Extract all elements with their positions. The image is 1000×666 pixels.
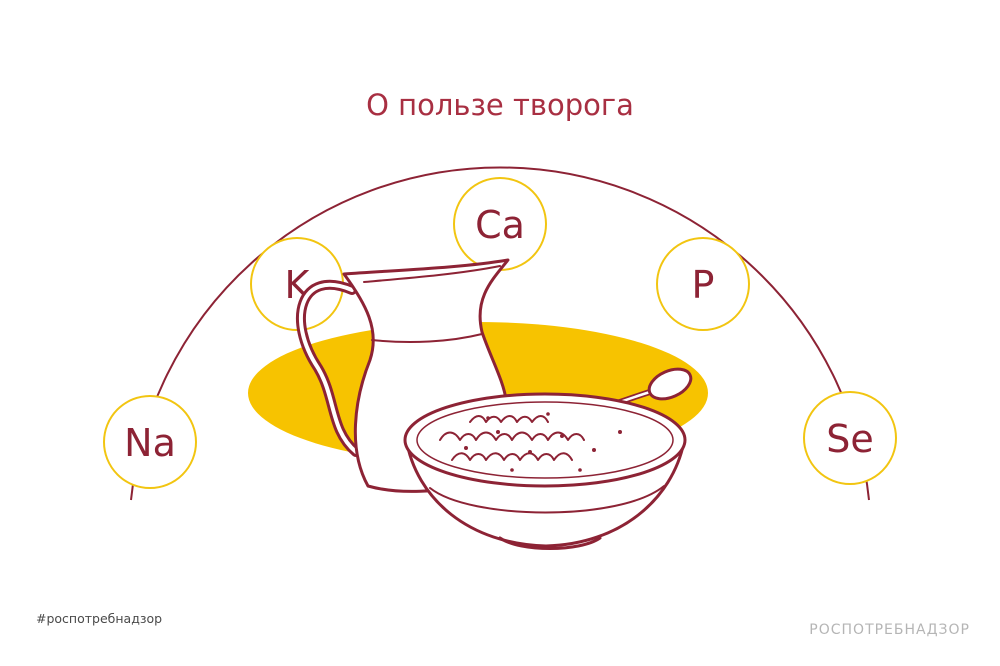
element-na: Na xyxy=(103,395,197,489)
bowl-of-cottage-cheese-icon xyxy=(403,392,687,550)
element-symbol-p: P xyxy=(692,263,715,307)
element-symbol-ca: Ca xyxy=(475,203,525,247)
hashtag-text: #роспотребнадзор xyxy=(36,611,163,626)
page-title: О пользе творога xyxy=(366,88,634,122)
element-k: K xyxy=(250,237,344,331)
element-symbol-na: Na xyxy=(124,421,176,465)
element-se: Se xyxy=(803,391,897,485)
connecting-arc xyxy=(130,166,870,501)
element-symbol-se: Se xyxy=(826,417,874,461)
element-ca: Ca xyxy=(453,177,547,271)
element-p: P xyxy=(656,237,750,331)
brand-logo-text: РОСПОТРЕБНАДЗОР xyxy=(809,622,970,638)
